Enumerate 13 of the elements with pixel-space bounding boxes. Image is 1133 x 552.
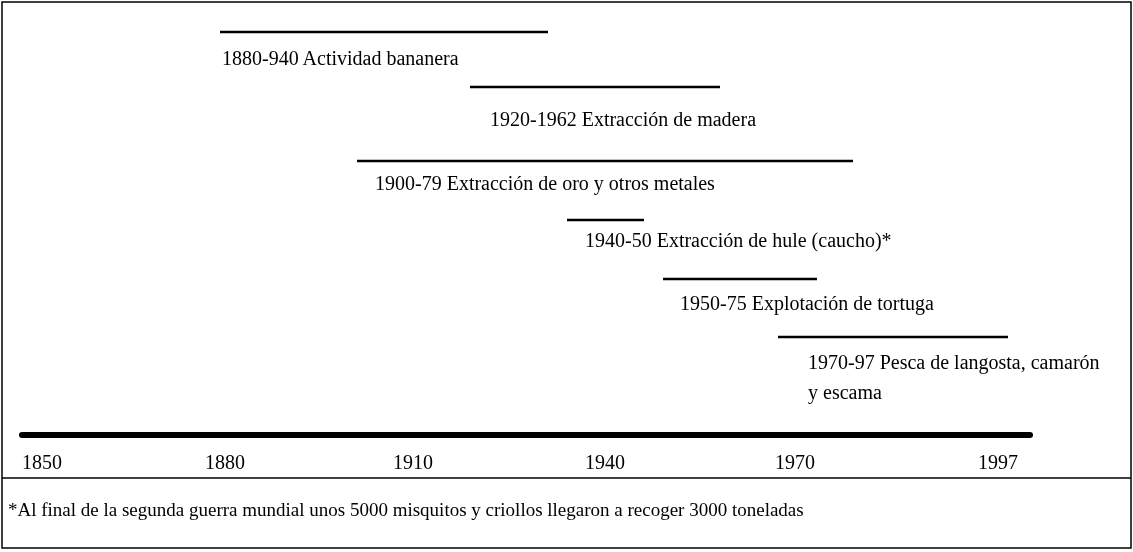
year-label: 1970 [775,450,815,475]
year-label: 1880 [205,450,245,475]
year-label: 1910 [393,450,433,475]
period-label: 1950-75 Explotación de tortuga [680,291,934,317]
period-label: 1970-97 Pesca de langosta, camarón y escama [808,350,1101,406]
year-label: 1997 [978,450,1018,475]
period-label: 1940-50 Extracción de hule (caucho)* [585,228,892,254]
period-label: 1880-940 Actividad bananera [222,46,459,71]
year-label: 1850 [22,450,62,475]
period-label: 1920-1962 Extracción de madera [490,107,756,132]
period-label: 1900-79 Extracción de oro y otros metales [375,171,715,197]
year-label: 1940 [585,450,625,475]
footnote: *Al final de la segunda guerra mundial unos 5000 misquitos y criollos llegaron a recoger 3000 toneladas [8,498,804,522]
